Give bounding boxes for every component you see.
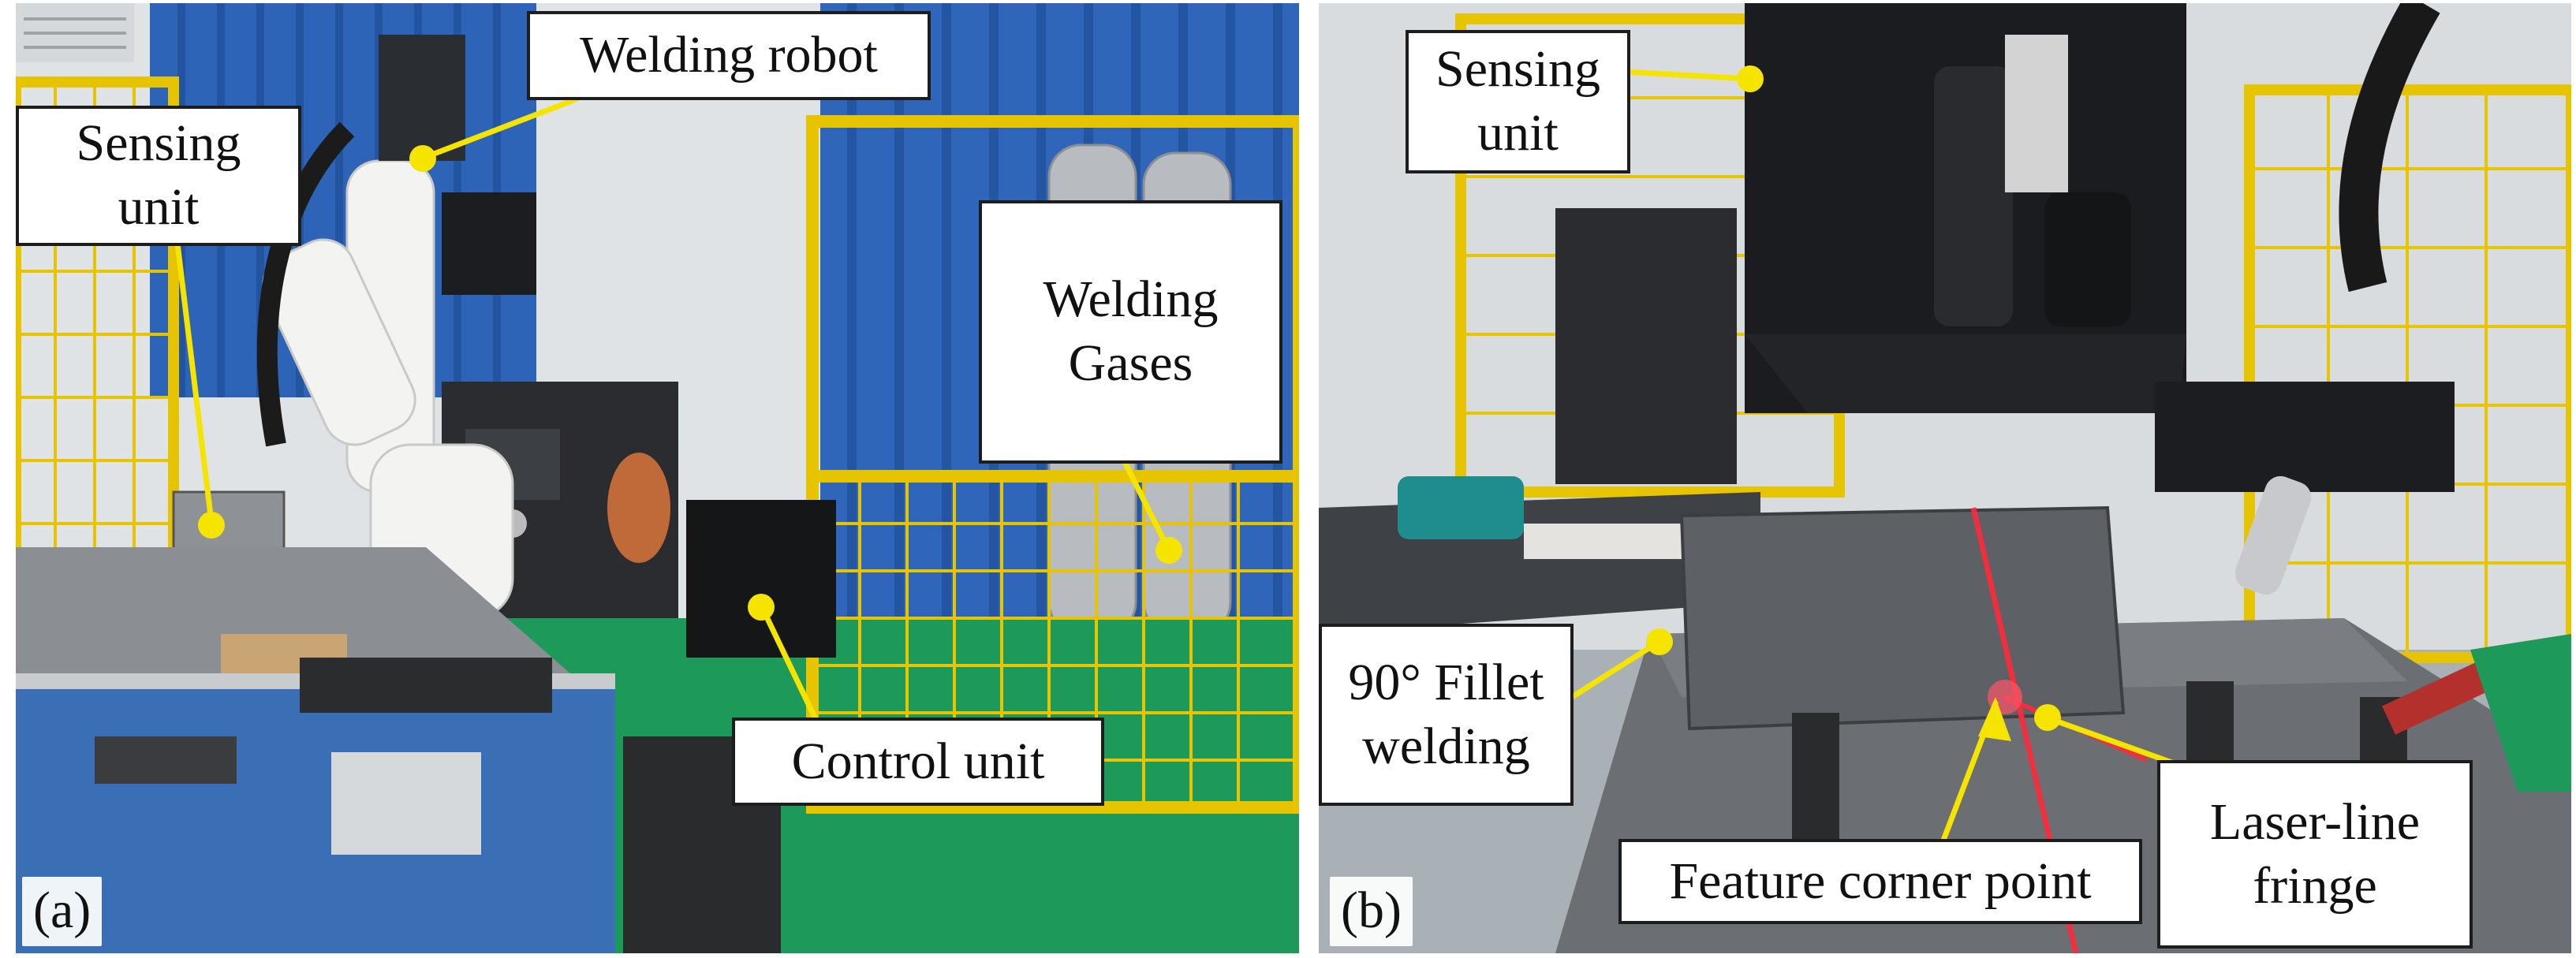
label-sensing-unit-a: Sensing unit <box>16 106 301 246</box>
label-welding-gases: Welding Gases <box>979 200 1282 464</box>
label-sensing-unit-b: Sensing unit <box>1406 30 1630 173</box>
photo-panel-a: Sensing unit Welding robot Welding Gases… <box>16 3 1299 953</box>
photo-panel-b: Sensing unit 90° Fillet welding Feature … <box>1319 3 2571 953</box>
label-fillet-welding: 90° Fillet welding <box>1319 624 1574 806</box>
label-welding-robot: Welding robot <box>527 11 931 100</box>
panel-letter-b: (b) <box>1330 877 1413 946</box>
panel-letter-a: (a) <box>22 877 103 946</box>
label-feature-corner-point: Feature corner point <box>1618 839 2142 924</box>
label-laser-line-fringe: Laser-line fringe <box>2157 760 2473 949</box>
label-control-unit: Control unit <box>732 718 1104 806</box>
